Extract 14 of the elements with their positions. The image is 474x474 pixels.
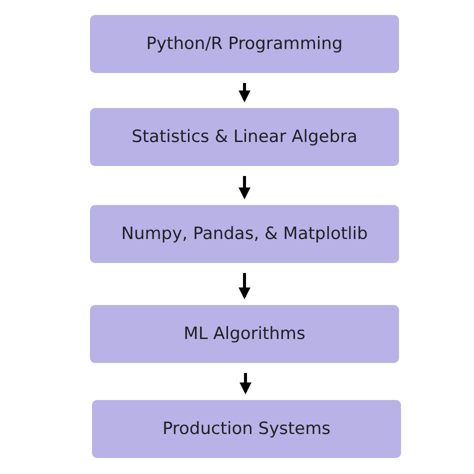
box-label: Numpy, Pandas, & Matplotlib [121, 224, 368, 244]
process-box [90, 305, 399, 363]
arrow [238, 273, 250, 300]
process-box [90, 205, 399, 263]
arrow [240, 373, 252, 394]
box-label: Python/R Programming [146, 34, 343, 54]
process-box [92, 400, 401, 458]
box-label: Production Systems [162, 418, 331, 440]
arrow [238, 83, 250, 102]
box-label: ML Algorithms [184, 324, 306, 344]
box-label: Statistics & Linear Algebra [132, 126, 358, 148]
arrow [238, 176, 250, 200]
process-box [90, 15, 399, 73]
process-box [90, 108, 399, 166]
